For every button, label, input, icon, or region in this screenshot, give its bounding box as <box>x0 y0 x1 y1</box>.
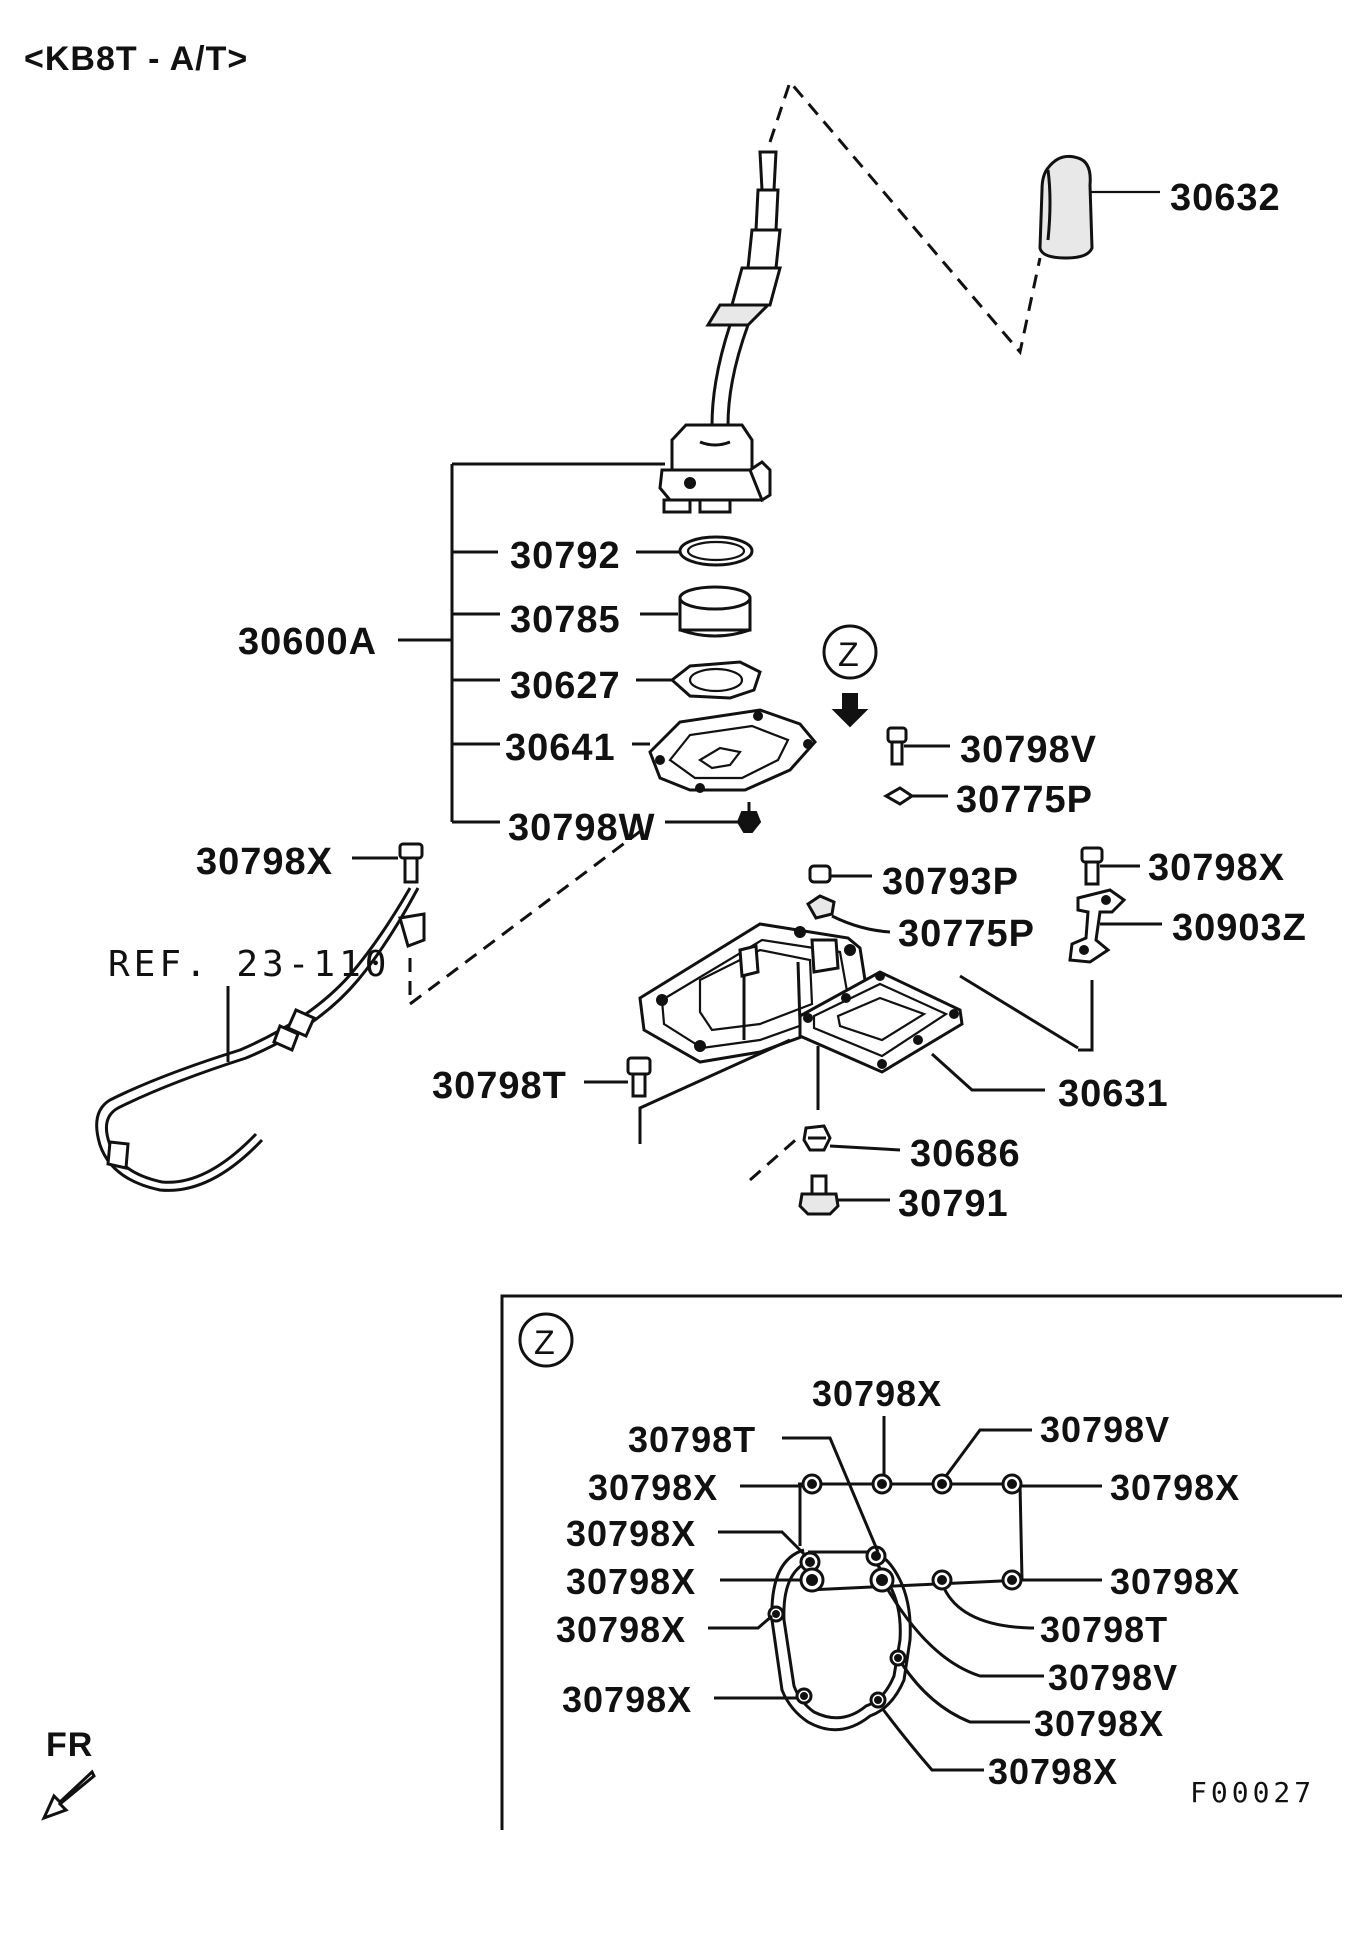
label-30903Z: 30903Z <box>1172 907 1307 949</box>
diagram-title: <KB8T - A/T> <box>24 40 248 78</box>
part-30641-plate <box>648 708 817 793</box>
label-30632: 30632 <box>1170 177 1281 219</box>
part-30798T-bolt <box>626 1056 652 1098</box>
label-30792: 30792 <box>510 535 621 577</box>
detail-z-marker: Z <box>518 1312 574 1368</box>
part-30798W-bolt <box>736 802 762 833</box>
detail-label-30798T-r: 30798T <box>1040 1609 1168 1650</box>
part-30785-sleeve <box>678 585 752 638</box>
detail-label-30798X-l1: 30798X <box>588 1467 718 1508</box>
part-30793P-nut <box>808 864 832 884</box>
detail-label-30798X-r4: 30798X <box>988 1751 1118 1792</box>
detail-label-30798X-r2: 30798X <box>1110 1561 1240 1602</box>
label-30793P: 30793P <box>882 861 1019 903</box>
shift-cable <box>95 887 426 1192</box>
label-30600A: 30600A <box>238 621 377 663</box>
label-30775P-mid: 30775P <box>898 913 1035 955</box>
label-30798X-left: 30798X <box>196 841 333 883</box>
detail-label-30798X-l2: 30798X <box>566 1513 696 1554</box>
shift-lever <box>658 150 782 514</box>
detail-label-30798X-l5: 30798X <box>562 1679 692 1720</box>
cable-dashed-line <box>408 822 651 1007</box>
detail-frame <box>500 1294 1342 1830</box>
view-z-marker: Z <box>822 624 878 680</box>
part-30686-gasket <box>802 1124 832 1152</box>
label-30686: 30686 <box>910 1133 1021 1175</box>
label-30785: 30785 <box>510 599 621 641</box>
detail-label-30798X-r3: 30798X <box>1034 1703 1164 1744</box>
detail-cover-outline <box>798 1482 1024 1592</box>
part-30775P-washer <box>882 786 915 806</box>
part-30631-cover <box>798 970 964 1074</box>
drain-dashed-line <box>749 1134 801 1182</box>
label-30798V-top: 30798V <box>960 729 1097 771</box>
part-30903Z-bracket <box>1068 888 1127 964</box>
part-30791-plug <box>798 1174 840 1216</box>
label-ref-23-110: REF. 23-110 <box>108 944 390 985</box>
detail-label-30798V-r: 30798V <box>1048 1657 1178 1698</box>
svg-text:Z: Z <box>534 1324 555 1362</box>
fr-label: FR <box>46 1726 93 1764</box>
view-direction-arrow <box>831 693 869 728</box>
label-30798W: 30798W <box>508 807 656 849</box>
label-30791: 30791 <box>898 1183 1009 1225</box>
part-30775P-mid-washer <box>806 894 836 920</box>
fr-arrow-icon <box>41 1769 96 1821</box>
part-30798X-left-bolt <box>398 842 424 884</box>
label-30641: 30641 <box>505 727 616 769</box>
label-30631: 30631 <box>1058 1073 1169 1115</box>
detail-label-30798X-top: 30798X <box>812 1373 942 1414</box>
label-30775P-top: 30775P <box>956 779 1093 821</box>
detail-label-30798X-r1: 30798X <box>1110 1467 1240 1508</box>
detail-label-30798T-top: 30798T <box>628 1419 756 1460</box>
label-30798X-right: 30798X <box>1148 847 1285 889</box>
label-30627: 30627 <box>510 665 621 707</box>
detail-label-30798X-l3: 30798X <box>566 1561 696 1602</box>
part-30627-gasket <box>669 660 762 700</box>
part-30798V-bolt <box>886 726 908 766</box>
detail-label-30798X-l4: 30798X <box>556 1609 686 1650</box>
detail-label-30798V-top: 30798V <box>1040 1409 1170 1450</box>
shift-knob <box>1038 154 1094 260</box>
label-30798T: 30798T <box>432 1065 567 1107</box>
part-30798X-right-bolt <box>1080 846 1104 886</box>
lever-knob-dashed-line <box>768 79 1042 356</box>
svg-text:Z: Z <box>838 636 859 674</box>
figure-code: F00027 <box>1190 1776 1315 1809</box>
detail-bolts <box>767 1473 1023 1709</box>
